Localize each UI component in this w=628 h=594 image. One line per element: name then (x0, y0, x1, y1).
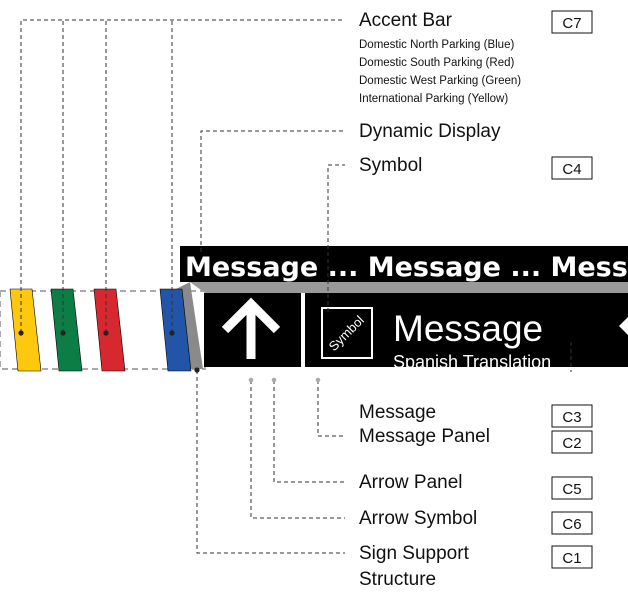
translation-text: Spanish Translation (393, 352, 551, 372)
arrow-symbol-label: Arrow Symbol (359, 508, 477, 529)
accent-bar-title: Accent Bar (359, 10, 453, 31)
code-label: C4 (562, 161, 581, 178)
code-box-c1: C1 (551, 545, 593, 569)
accent-bar-item: Domestic West Parking (Green) (359, 75, 521, 87)
code-box-c5: C5 (551, 476, 593, 500)
message-panel-label: Message Panel (359, 426, 490, 447)
dynamic-display-text: Message ... Message ... Message (185, 252, 628, 283)
accent-bar-item: International Parking (Yellow) (359, 93, 508, 105)
symbol-box (321, 307, 373, 359)
accent-bar-item: Domestic North Parking (Blue) (359, 39, 514, 51)
code-label: C5 (562, 481, 581, 498)
code-box-c6: C6 (551, 511, 593, 535)
message-label: Message (359, 402, 436, 423)
code-label: C6 (562, 516, 581, 533)
code-label: C2 (562, 435, 581, 452)
code-box-c3: C3 (551, 404, 593, 428)
arrow-symbol (221, 297, 281, 359)
code-label: C3 (562, 409, 581, 426)
symbol-label: Symbol (359, 155, 422, 176)
arrow-panel-label: Arrow Panel (359, 472, 463, 493)
leader-lines (20, 19, 572, 554)
sign-support-structure (190, 282, 628, 293)
accent-bar-blue (159, 288, 192, 372)
message-text: Message (393, 308, 543, 349)
accent-bar-green (50, 288, 83, 372)
code-label: C1 (562, 550, 581, 567)
dynamic-display-label: Dynamic Display (359, 121, 501, 142)
sign-support-label-line1: Sign Support (359, 543, 470, 564)
message-panel (305, 293, 628, 367)
dynamic-display (180, 246, 628, 282)
code-box-c7: C7 (551, 10, 593, 34)
accent-bar-red (93, 288, 126, 372)
code-label: C7 (562, 15, 581, 32)
code-box-c4: C4 (551, 156, 593, 180)
accent-bar-yellow (9, 288, 42, 372)
leader-dots (18, 330, 321, 383)
sign-support-label-line2: Structure (359, 569, 436, 590)
accent-bar-item: Domestic South Parking (Red) (359, 57, 514, 69)
code-box-c2: C2 (551, 430, 593, 454)
right-arrow-partial-icon (619, 317, 628, 335)
